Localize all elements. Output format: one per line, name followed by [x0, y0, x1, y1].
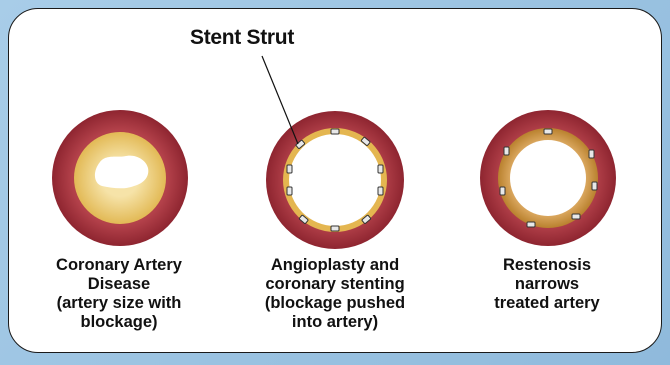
stent-strut	[378, 165, 383, 173]
stent-strut	[589, 150, 594, 158]
stent-strut	[331, 129, 339, 134]
stent-strut	[287, 187, 292, 195]
stent-strut	[527, 222, 535, 227]
caption-restenosis: Restenosis narrows treated artery	[447, 256, 647, 313]
stent-strut-pointer	[262, 56, 298, 144]
stent-strut	[572, 214, 580, 219]
stent-strut	[500, 187, 505, 195]
artery-stented	[266, 111, 404, 249]
stent-strut	[378, 187, 383, 195]
caption-coronary-artery-disease: Coronary Artery Disease (artery size wit…	[19, 256, 219, 332]
caption-angioplasty-stenting: Angioplasty and coronary stenting (block…	[235, 256, 435, 332]
stent-strut-label: Stent Strut	[190, 26, 294, 50]
narrowed-lumen	[510, 140, 586, 216]
artery-restenosis	[480, 110, 616, 246]
stent-strut	[287, 165, 292, 173]
open-lumen	[289, 134, 381, 226]
narrowed-lumen	[95, 156, 148, 189]
stent-strut	[544, 129, 552, 134]
stent-strut	[331, 226, 339, 231]
stent-strut	[592, 182, 597, 190]
artery-diseased	[52, 110, 188, 246]
stent-strut	[504, 147, 509, 155]
